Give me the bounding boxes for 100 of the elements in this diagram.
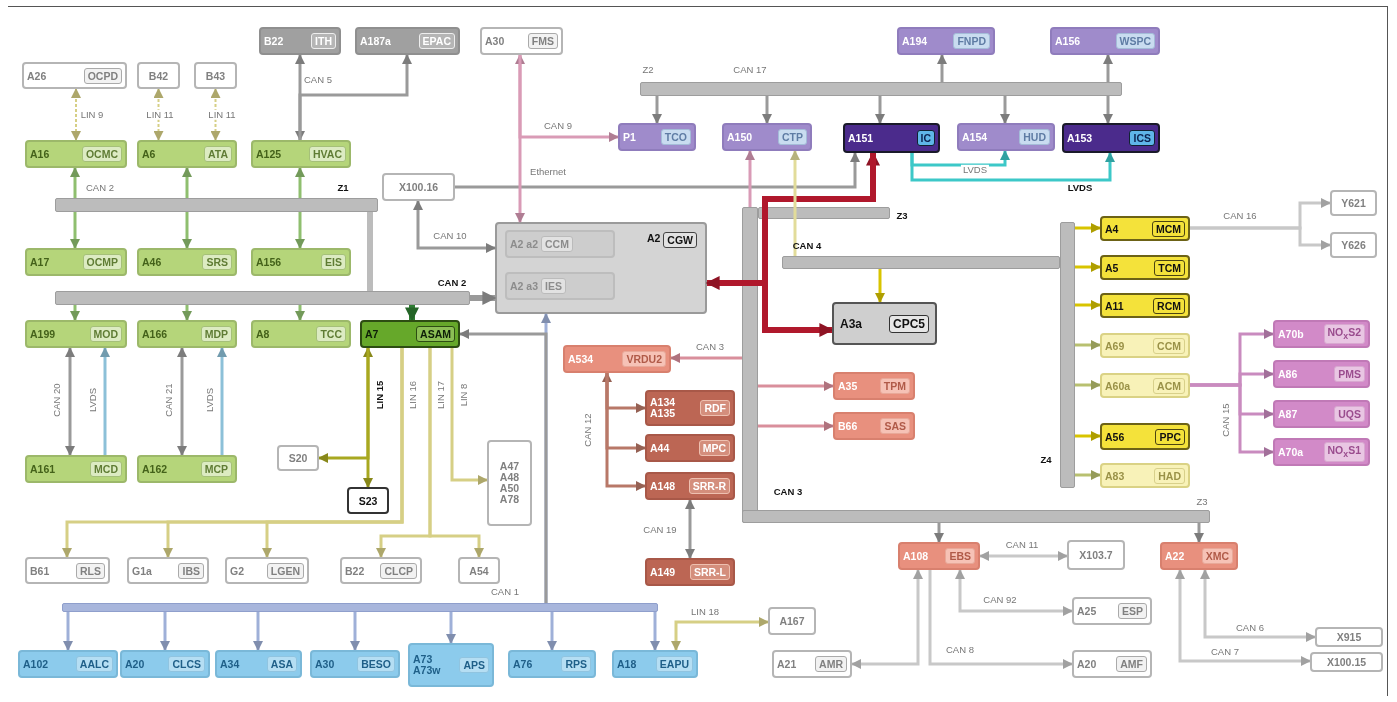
connection-arrow — [428, 348, 484, 558]
module-acronym: FNPD — [953, 33, 990, 49]
connection-arrow — [470, 291, 497, 305]
connection-arrow — [762, 153, 876, 337]
module-box — [1100, 255, 1190, 280]
module-id: A26 — [27, 69, 47, 82]
module-id: A154 — [962, 131, 988, 143]
module-id: A21 — [777, 658, 797, 670]
module-id: S23 — [358, 494, 378, 507]
module-box — [25, 248, 127, 276]
connection-arrow — [1194, 523, 1204, 543]
connection-arrow — [979, 551, 1068, 561]
bus-label: Z3 — [895, 210, 909, 222]
connection-arrow — [318, 348, 370, 463]
module-id: G2 — [230, 564, 244, 577]
bus-label: CAN 3 — [772, 486, 804, 498]
module-acronym: SRR-R — [688, 478, 730, 494]
bus-bar — [742, 510, 1210, 523]
module-id: X100.15 — [1326, 656, 1367, 668]
connection-arrow — [350, 612, 360, 651]
connection-arrow — [605, 373, 646, 491]
module-box — [137, 320, 237, 348]
module-id: A108 — [903, 550, 929, 562]
module-id: A16 — [30, 148, 50, 160]
module-box — [645, 434, 735, 462]
module-acronym: NO$_{x}$S1 — [1323, 442, 1365, 462]
module-acronym: APS — [459, 657, 489, 673]
module-acronym: NO$_{x}$S2 — [1323, 324, 1365, 344]
module-acronym: MCD — [90, 461, 122, 477]
connection-arrow — [602, 372, 646, 413]
module-id: A22 — [1165, 550, 1185, 562]
module-id: A150 — [727, 131, 753, 143]
module-acronym: RLS — [76, 562, 105, 579]
module-box — [833, 372, 915, 400]
module-id: P1 — [623, 131, 636, 143]
module-box — [120, 650, 210, 678]
module-acronym: OCMC — [81, 146, 122, 162]
module-id: B22 — [345, 564, 365, 577]
module-id: B43 — [205, 69, 226, 82]
connection-arrow — [1190, 383, 1274, 457]
module-acronym: CCM — [541, 236, 573, 252]
module-id: A162 — [142, 463, 168, 475]
module-box — [645, 472, 735, 500]
module-box — [1067, 540, 1125, 570]
module-acronym: HUD — [1019, 129, 1050, 145]
module-acronym: PPC — [1155, 428, 1185, 445]
bus-label: CAN 11 — [1003, 539, 1041, 551]
module-id: A35 — [838, 380, 858, 392]
module-acronym: OCPD — [83, 67, 122, 84]
module-box — [1100, 293, 1190, 318]
module-id: A6 — [142, 148, 156, 160]
connection-arrow — [671, 617, 769, 651]
bus-label: LIN 11 — [206, 109, 238, 121]
module-box — [897, 27, 995, 55]
connection-arrow — [100, 347, 110, 455]
connection-arrow — [455, 152, 860, 189]
module-id: A156 — [256, 256, 282, 268]
bus-label: LIN 15 — [374, 378, 386, 412]
bus-label: Ethernet — [528, 166, 568, 178]
bus-label: CAN 1 — [490, 586, 520, 598]
module-id: B66 — [838, 420, 858, 432]
bus-label: LIN 18 — [689, 606, 721, 618]
module-id: A76 — [513, 658, 533, 670]
gateway-box — [495, 222, 707, 314]
module-id: A60a — [1105, 379, 1131, 392]
bus-label: Z1 — [336, 182, 350, 194]
module-acronym: CLCP — [380, 562, 417, 579]
module-box — [360, 320, 460, 348]
connection-arrow — [217, 347, 227, 455]
module-acronym: TCO — [660, 129, 691, 145]
connection-arrow — [70, 167, 80, 198]
module-box — [458, 557, 500, 584]
module-box — [487, 440, 532, 526]
module-acronym: OCMP — [82, 254, 122, 270]
module-acronym: EIS — [321, 254, 346, 270]
module-acronym: LGEN — [266, 562, 304, 579]
connection-arrow — [182, 305, 192, 321]
bus-label: LVDS — [1065, 182, 1095, 194]
module-box — [722, 123, 812, 151]
module-box — [505, 230, 615, 258]
connection-arrow — [758, 421, 834, 431]
module-acronym: MDP — [200, 326, 232, 342]
module-id: A73 A73w — [413, 654, 441, 676]
module-box — [508, 650, 596, 678]
module-box — [618, 123, 696, 151]
connection-arrow — [790, 150, 800, 256]
module-id: A5 — [1105, 261, 1119, 274]
connection-arrow — [685, 499, 695, 559]
connection-arrow — [413, 200, 496, 253]
module-box — [645, 558, 735, 586]
module-id: A166 — [142, 328, 168, 340]
module-box — [1273, 438, 1370, 466]
connection-arrow — [1075, 470, 1101, 480]
module-acronym: SAS — [880, 418, 910, 434]
module-id: A187a — [360, 35, 391, 47]
bus-label: CAN 7 — [1209, 646, 1241, 658]
module-box — [277, 445, 319, 471]
module-box — [1160, 542, 1238, 570]
module-box — [194, 62, 237, 89]
module-acronym: MPC — [698, 440, 730, 456]
